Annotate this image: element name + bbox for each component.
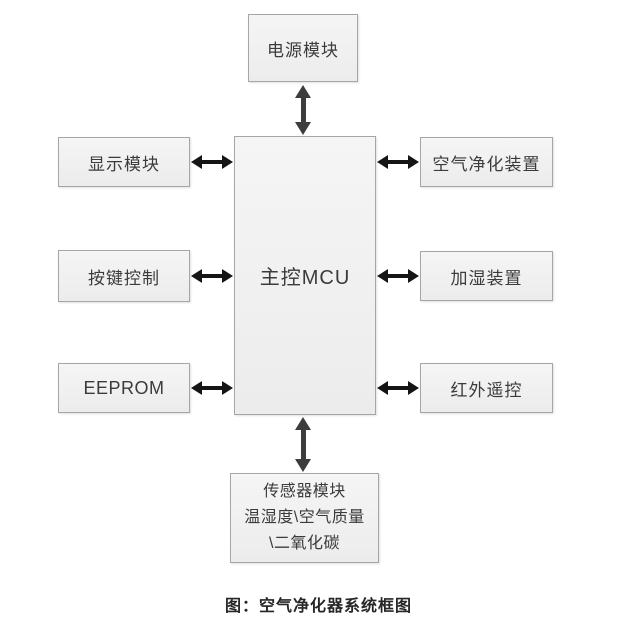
arrow-mcu-purifier-icon (377, 155, 419, 169)
box-ir-remote: 红外遥控 (420, 363, 553, 413)
box-sensor-module: 传感器模块 温湿度\空气质量 \二氧化碳 (230, 473, 379, 563)
arrow-mcu-humidifier-icon (377, 269, 419, 283)
box-sensor-module-line-1: 传感器模块 (263, 483, 346, 500)
box-power-module: 电源模块 (248, 14, 358, 82)
arrow-mcu-ir-icon (377, 381, 419, 395)
arrow-power-mcu-icon (295, 85, 311, 135)
box-ir-remote-label: 红外遥控 (450, 380, 523, 400)
box-air-purifier: 空气净化装置 (420, 137, 553, 187)
box-display-module: 显示模块 (58, 137, 190, 187)
box-key-control-label: 按键控制 (88, 268, 160, 288)
box-sensor-module-line-2: 温湿度\空气质量 (244, 509, 365, 526)
box-mcu-label: 主控MCU (259, 267, 351, 289)
box-display-module-label: 显示模块 (88, 154, 160, 174)
arrow-eeprom-mcu-icon (191, 381, 233, 395)
box-humidifier-label: 加湿装置 (450, 268, 523, 288)
box-sensor-module-line-3: \二氧化碳 (269, 535, 340, 552)
box-air-purifier-label: 空气净化装置 (432, 154, 541, 174)
arrow-display-mcu-icon (191, 155, 233, 169)
box-humidifier: 加湿装置 (420, 251, 553, 301)
box-eeprom: EEPROM (58, 363, 190, 413)
box-mcu: 主控MCU (234, 136, 376, 415)
box-eeprom-label: EEPROM (83, 377, 165, 398)
arrow-mcu-sensor-icon (295, 417, 311, 472)
arrow-keys-mcu-icon (191, 269, 233, 283)
diagram-caption: 图：空气净化器系统框图 (224, 598, 412, 615)
box-power-module-label: 电源模块 (267, 40, 339, 60)
box-key-control: 按键控制 (58, 250, 190, 302)
